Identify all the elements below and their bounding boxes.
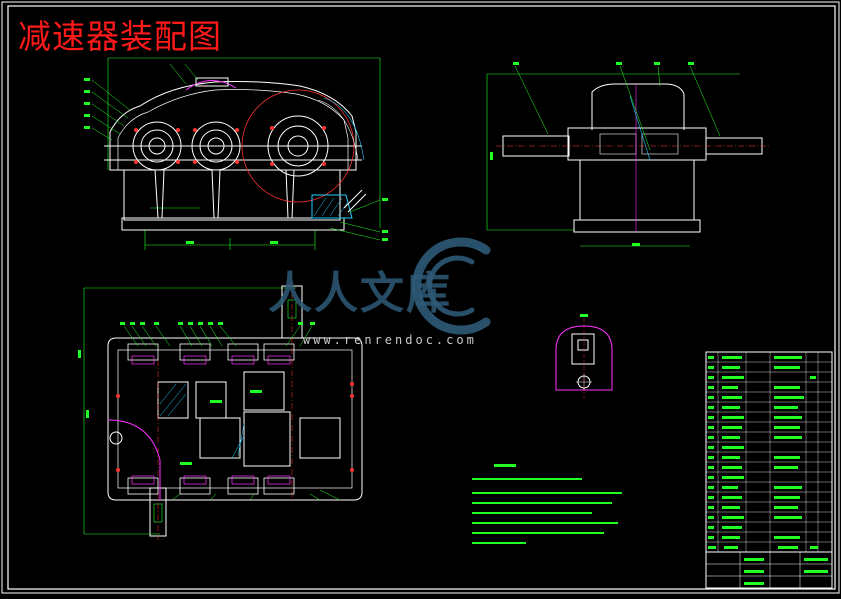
watermark-url: www.renrendoc.com [303, 333, 477, 347]
top-view [78, 282, 363, 540]
front-view [84, 57, 388, 250]
parts-list-table [705, 351, 833, 589]
drawing-title: 减速器装配图 [18, 17, 222, 56]
detail-view [555, 314, 613, 398]
drawing-frame [7, 5, 836, 590]
technical-notes [472, 464, 622, 544]
watermark-text: 人人文库 [268, 268, 452, 319]
circle-c-logo-icon [412, 237, 491, 335]
side-view [486, 62, 770, 247]
